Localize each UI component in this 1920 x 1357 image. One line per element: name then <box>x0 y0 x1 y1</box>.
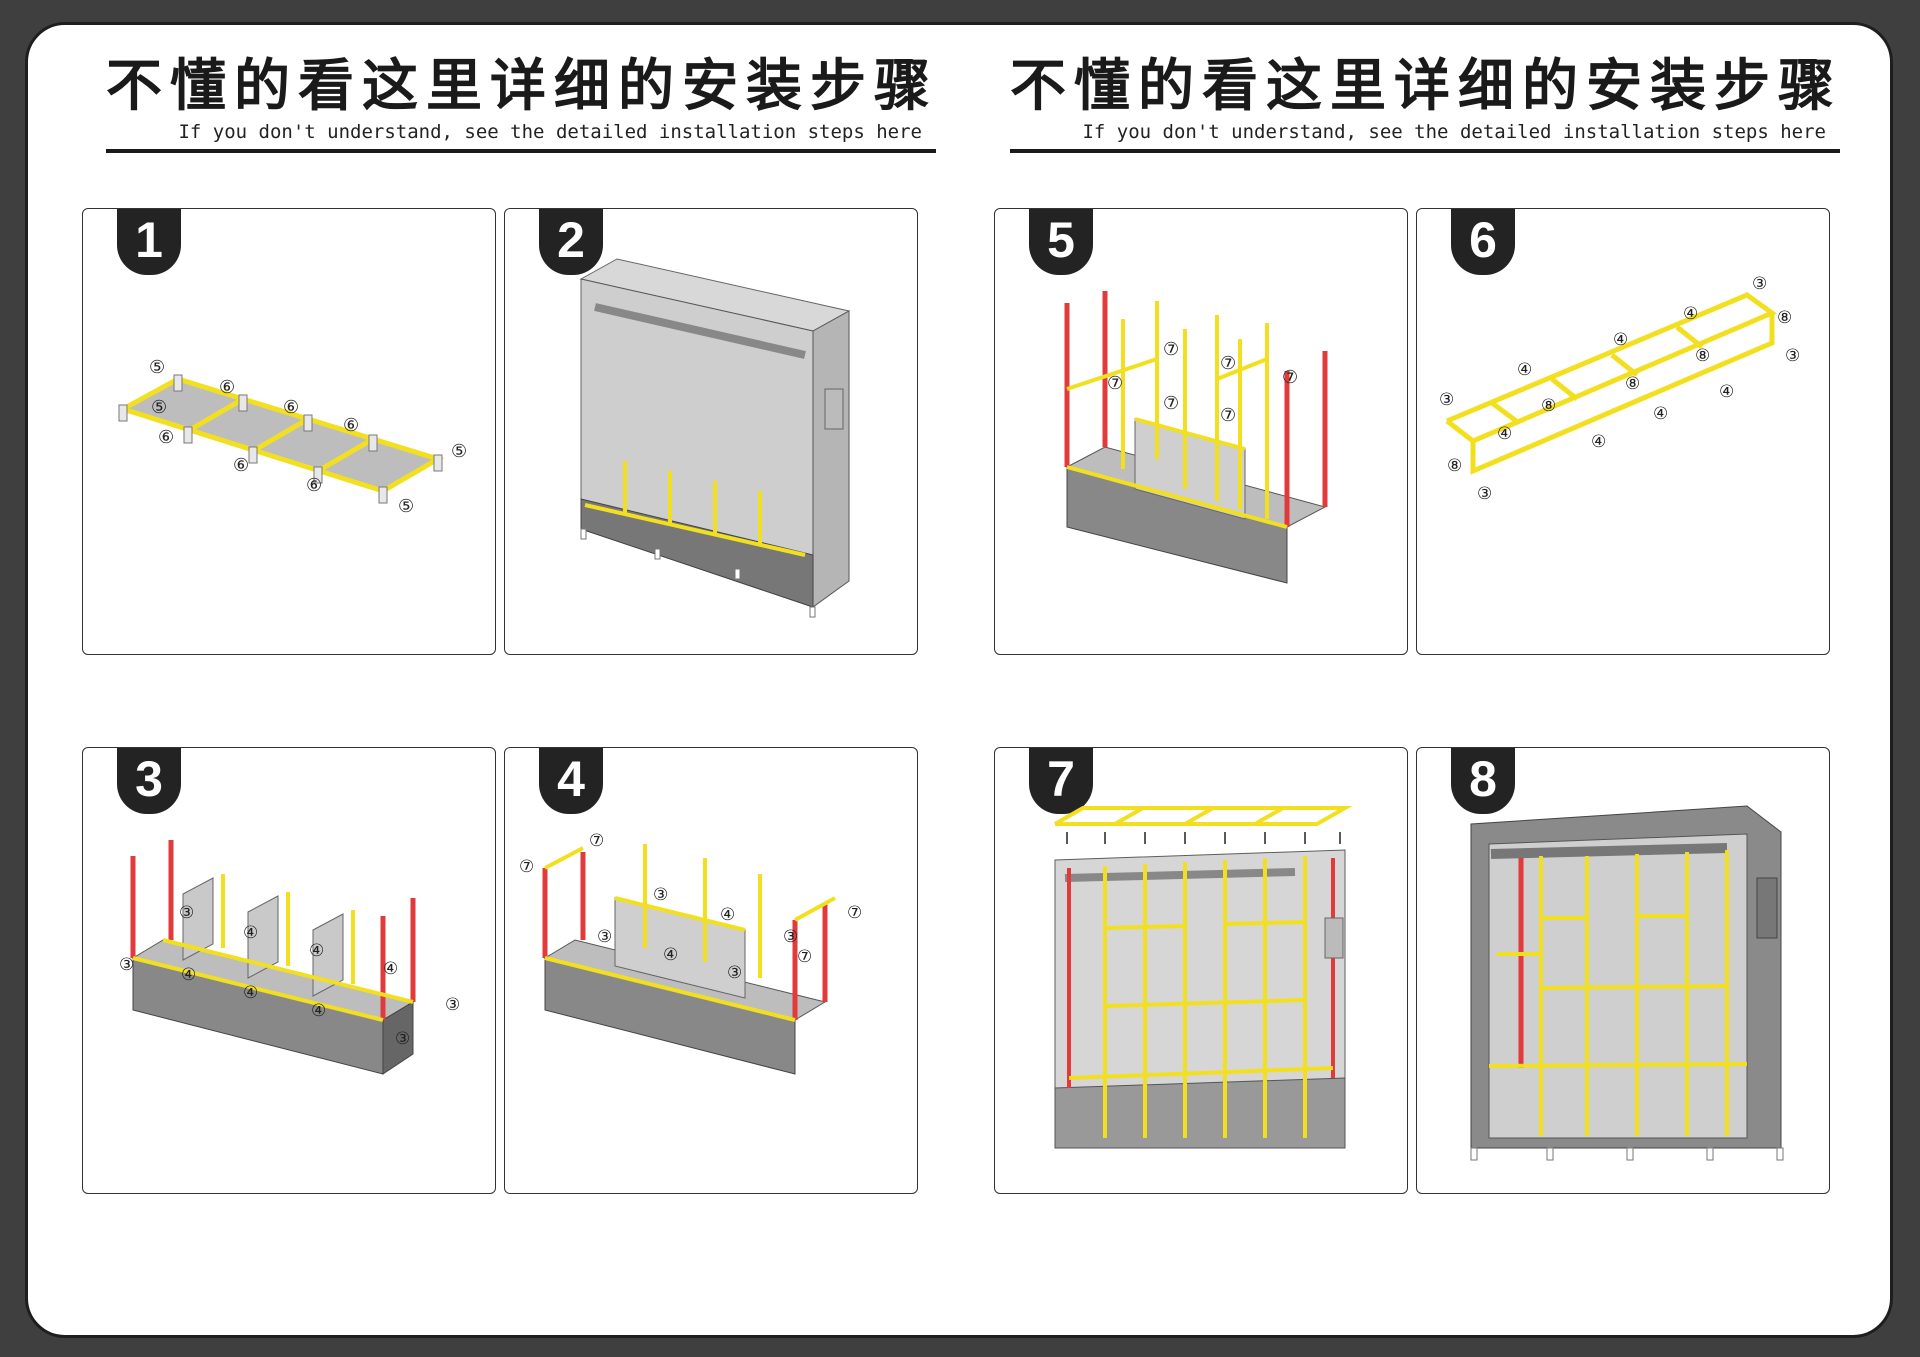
svg-text:⑧: ⑧ <box>1695 346 1710 366</box>
step-panel-6: 6 ③ ④ ⑧ ③ ④ ⑧ ④ ④ ⑧ ④ ④ ③ ⑧ <box>1416 208 1830 655</box>
svg-text:③: ③ <box>597 927 612 947</box>
svg-text:③: ③ <box>783 927 798 947</box>
svg-text:③: ③ <box>653 885 668 905</box>
svg-text:⑦: ⑦ <box>1107 373 1123 394</box>
step-panel-3: 3 ③ ③ ④ ④ ④ ④ ④ <box>82 747 496 1194</box>
svg-text:④: ④ <box>1613 330 1628 350</box>
svg-text:③: ③ <box>445 995 460 1015</box>
step-number-badge: 6 <box>1451 209 1515 275</box>
svg-text:④: ④ <box>1497 424 1512 444</box>
svg-text:④: ④ <box>1591 432 1606 452</box>
svg-text:⑦: ⑦ <box>589 831 604 851</box>
svg-text:⑥: ⑥ <box>233 455 249 476</box>
step-3-callouts: ③ ③ ④ ④ ④ ④ ④ ④ ③ ③ <box>119 903 460 1049</box>
svg-text:④: ④ <box>181 965 196 985</box>
svg-text:⑦: ⑦ <box>1163 393 1179 414</box>
svg-text:④: ④ <box>720 905 735 925</box>
header-rule <box>1010 149 1840 153</box>
step-number-badge: 1 <box>117 209 181 275</box>
svg-text:⑧: ⑧ <box>1447 456 1462 476</box>
step-6-illustration: ③ ④ ⑧ ③ ④ ⑧ ④ ④ ⑧ ④ ④ ③ ⑧ ④ ③ ⑧ <box>1439 274 1800 504</box>
step-panel-2: 2 <box>504 208 918 655</box>
header-subtitle-en: If you don't understand, see the detaile… <box>178 121 922 143</box>
svg-text:⑧: ⑧ <box>1541 396 1556 416</box>
step-4-callouts: ⑦ ⑦ ③ ④ ③ ④ ③ ③ ⑦ ⑦ <box>519 831 862 983</box>
step-number-badge: 4 <box>539 748 603 814</box>
step-2-illustration <box>579 258 851 618</box>
header-title-cn: 不懂的看这里详细的安装步骤 <box>106 54 938 119</box>
svg-text:⑥: ⑥ <box>158 427 174 448</box>
svg-text:③: ③ <box>395 1029 410 1049</box>
svg-text:③: ③ <box>179 903 194 923</box>
svg-text:⑧: ⑧ <box>1625 374 1640 394</box>
svg-text:⑦: ⑦ <box>1282 367 1298 388</box>
svg-text:⑥: ⑥ <box>306 475 322 496</box>
step-1-callouts: ⑤ ⑤ ⑥ ⑥ ⑥ ⑥ ⑥ ⑥ ⑤ ⑤ <box>149 357 467 517</box>
svg-text:③: ③ <box>1439 390 1454 410</box>
svg-text:⑧: ⑧ <box>1777 308 1792 328</box>
svg-text:⑦: ⑦ <box>1220 353 1236 374</box>
header-right: 不懂的看这里详细的安装步骤 If you don't understand, s… <box>1010 55 1840 153</box>
svg-text:③: ③ <box>727 963 742 983</box>
step-4-illustration: ⑦ ⑦ ③ ④ ③ ④ ③ ③ ⑦ ⑦ <box>519 831 862 1075</box>
svg-text:④: ④ <box>663 945 678 965</box>
svg-text:⑦: ⑦ <box>1220 405 1236 426</box>
svg-text:④: ④ <box>243 923 258 943</box>
step-1-illustration: ⑤ ⑤ ⑥ ⑥ ⑥ ⑥ ⑥ ⑥ ⑤ ⑤ <box>118 357 467 517</box>
svg-text:④: ④ <box>1653 404 1668 424</box>
svg-text:⑦: ⑦ <box>1163 339 1179 360</box>
step-number-badge: 7 <box>1029 748 1093 814</box>
step-7-illustration <box>1054 806 1353 1149</box>
step-8-illustration <box>1470 805 1784 1161</box>
header-rule <box>106 149 936 153</box>
step-5-callouts: ⑦ ⑦ ⑦ ⑦ ⑦ ⑦ <box>1107 339 1298 426</box>
svg-text:④: ④ <box>311 1001 326 1021</box>
svg-text:④: ④ <box>1683 304 1698 324</box>
svg-text:⑦: ⑦ <box>519 857 534 877</box>
step-panel-1: 1 ⑤ ⑤ <box>82 208 496 655</box>
svg-text:③: ③ <box>1477 484 1492 504</box>
step-3-illustration: ③ ③ ④ ④ ④ ④ ④ ④ ③ ③ <box>119 840 460 1075</box>
svg-text:④: ④ <box>243 983 258 1003</box>
step-panel-7: 7 <box>994 747 1408 1194</box>
svg-text:⑦: ⑦ <box>797 947 812 967</box>
svg-text:④: ④ <box>383 959 398 979</box>
svg-text:⑤: ⑤ <box>451 441 467 462</box>
svg-text:④: ④ <box>309 941 324 961</box>
svg-text:⑥: ⑥ <box>343 415 359 436</box>
svg-text:④: ④ <box>1517 360 1532 380</box>
svg-text:⑦: ⑦ <box>847 903 862 923</box>
header-subtitle-en: If you don't understand, see the detaile… <box>1082 121 1826 143</box>
step-panel-8: 8 <box>1416 747 1830 1194</box>
svg-text:③: ③ <box>1785 346 1800 366</box>
svg-text:④: ④ <box>1719 382 1734 402</box>
svg-text:⑤: ⑤ <box>149 357 165 378</box>
svg-text:⑥: ⑥ <box>219 377 235 398</box>
step-panel-4: 4 ⑦ ⑦ ③ ④ ③ ④ ③ ③ <box>504 747 918 1194</box>
step-number-badge: 8 <box>1451 748 1515 814</box>
instruction-sheet: 不懂的看这里详细的安装步骤 If you don't understand, s… <box>25 22 1893 1338</box>
step-5-illustration: ⑦ ⑦ ⑦ ⑦ ⑦ ⑦ <box>1064 291 1328 584</box>
header-title-cn: 不懂的看这里详细的安装步骤 <box>1010 54 1842 119</box>
svg-text:⑤: ⑤ <box>151 397 167 418</box>
svg-text:⑥: ⑥ <box>283 397 299 418</box>
step-number-badge: 2 <box>539 209 603 275</box>
svg-text:③: ③ <box>119 955 134 975</box>
step-number-badge: 3 <box>117 748 181 814</box>
header-left: 不懂的看这里详细的安装步骤 If you don't understand, s… <box>106 55 936 153</box>
svg-text:③: ③ <box>1752 274 1767 294</box>
step-number-badge: 5 <box>1029 209 1093 275</box>
svg-text:⑤: ⑤ <box>398 496 414 517</box>
step-6-callouts: ③ ④ ⑧ ③ ④ ⑧ ④ ④ ⑧ ④ ④ ③ ⑧ ④ ③ ⑧ <box>1439 274 1800 504</box>
step-panel-5: 5 ⑦ ⑦ ⑦ ⑦ ⑦ ⑦ <box>994 208 1408 655</box>
